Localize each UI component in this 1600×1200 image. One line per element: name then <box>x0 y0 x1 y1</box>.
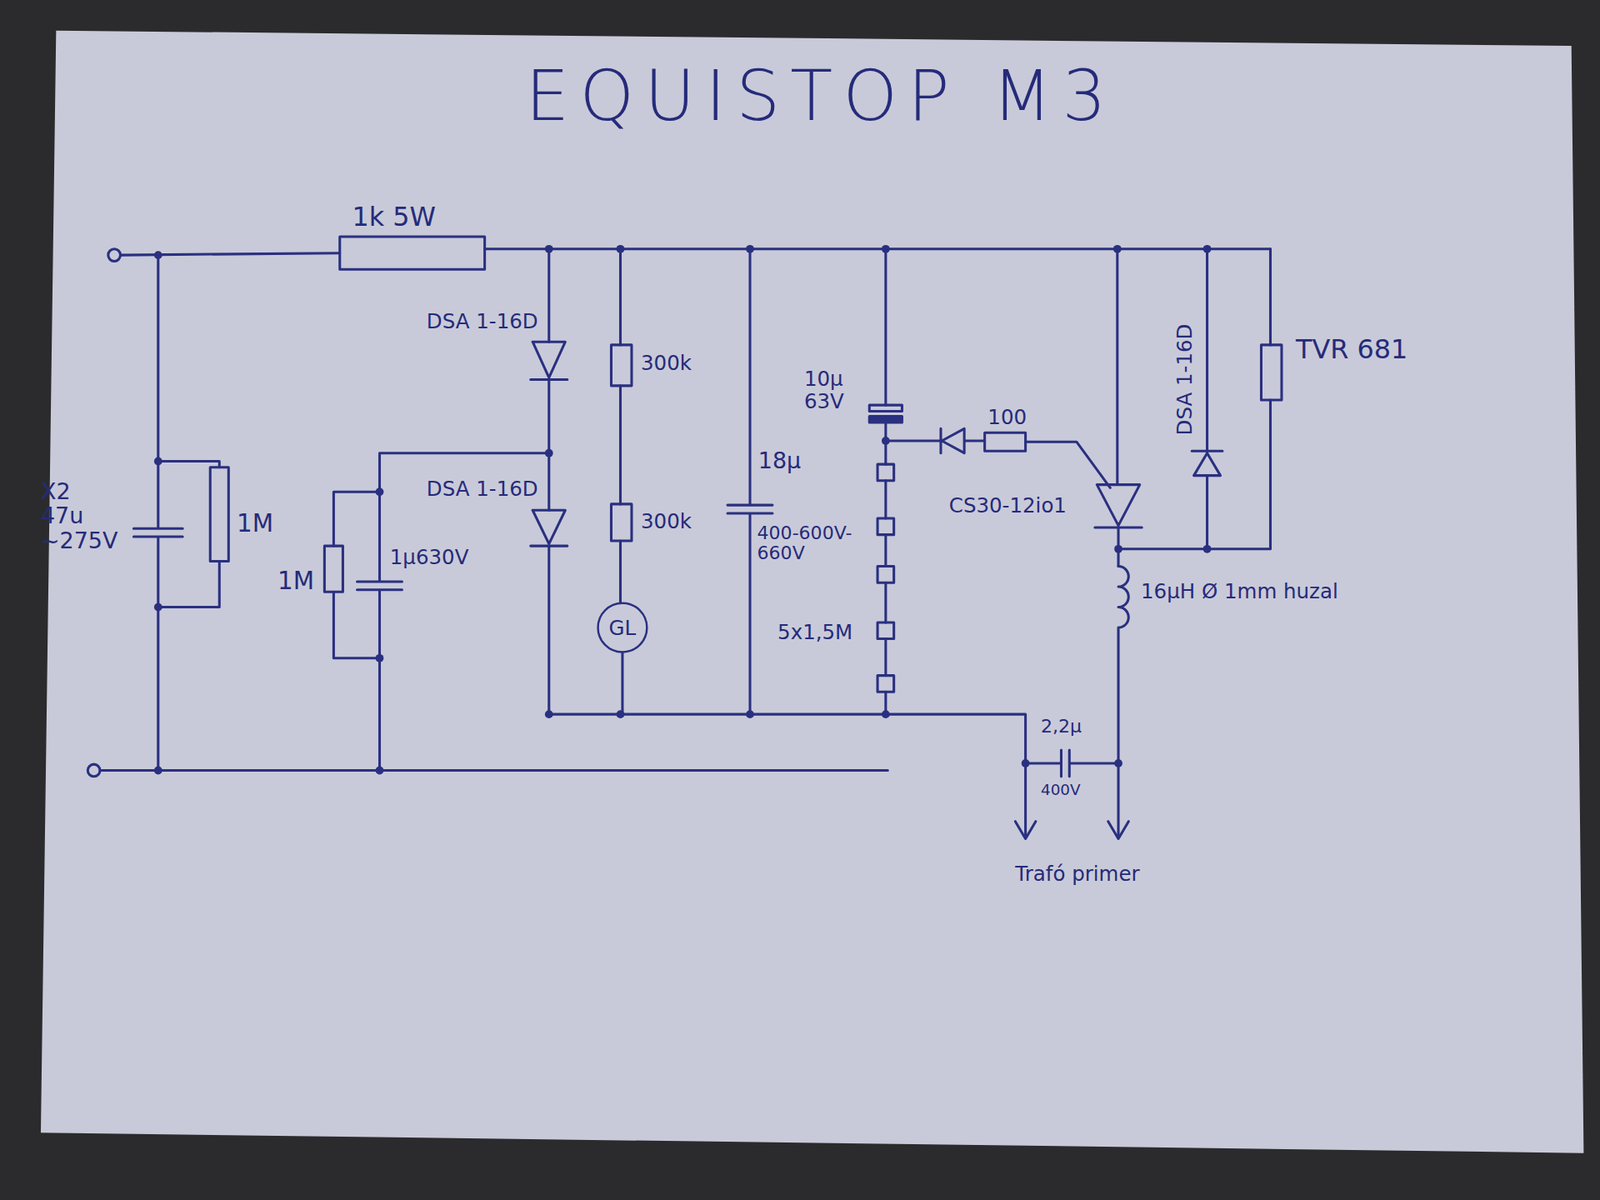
wire <box>87 236 1282 839</box>
component-label: 10µ 63V <box>804 367 845 413</box>
component-label: 2,2µ <box>1040 716 1082 737</box>
component-label: 1M <box>236 510 274 537</box>
component-label: X2 47u ~275V <box>40 480 118 555</box>
node-text: GL <box>609 616 637 640</box>
component-label: 300k <box>640 510 692 533</box>
glow-lamp-circle: GL <box>596 601 648 653</box>
component-label: 18µ <box>758 449 801 475</box>
junction-dot <box>154 245 1212 775</box>
component-label: Trafó primer <box>1015 862 1140 885</box>
component-label: 1M <box>277 567 315 595</box>
component-label: DSA 1-16D <box>1172 324 1195 436</box>
component-label: 16µH Ø 1mm huzal <box>1140 580 1339 603</box>
title: EQUISTOP M3 <box>525 59 1117 136</box>
component-label: 400V <box>1040 781 1081 799</box>
component-label: 300k <box>640 351 692 375</box>
component-label: 1µ630V <box>390 545 470 569</box>
component-label: DSA 1-16D <box>426 310 539 333</box>
component-label: 100 <box>987 405 1027 429</box>
component-label: 5x1,5M <box>777 620 853 643</box>
component-label: CS30-12io1 <box>949 494 1067 517</box>
component-label: DSA 1-16D <box>426 477 539 500</box>
component-label: 400-600V- 660V <box>757 522 872 563</box>
component-label: 1k 5W <box>351 201 436 231</box>
paper <box>40 30 1584 1154</box>
component-label: TVR 681 <box>1295 335 1408 365</box>
